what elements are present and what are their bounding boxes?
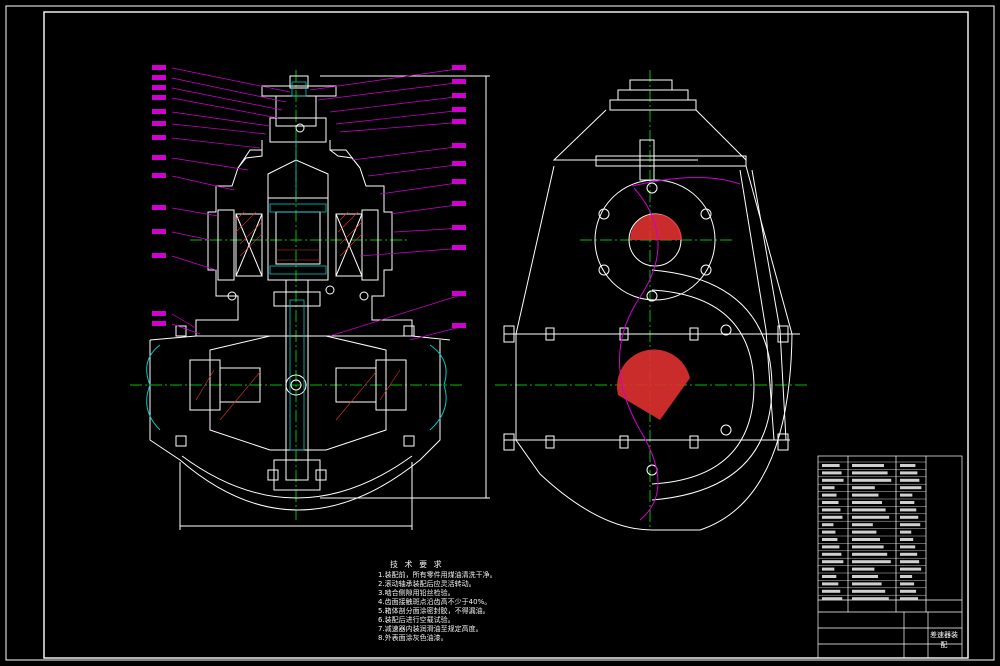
bom-cell-mark [822,515,843,519]
bom-cell-mark [852,545,884,549]
bom-cell-mark [852,567,875,571]
bom-cell-mark [822,501,839,504]
bom-cell-mark [822,523,834,527]
side-view-fills [617,176,741,521]
bom-cell-mark [852,582,882,586]
bom-cell-mark [822,560,844,564]
bom-cell-mark [900,575,913,578]
bom-cell-mark [852,464,884,467]
note-line-2: 2.滚动轴承装配后应灵活转动。 [378,580,476,588]
drawing-name: 差速器装配 [930,631,958,649]
bom-cell-mark [822,471,842,475]
cyan-details [269,81,327,451]
bom-cell-mark [822,545,840,549]
bom-cell-mark [900,486,922,490]
title-block [817,455,963,659]
bom-cell-mark [822,493,837,497]
bom-cell-mark [900,582,915,586]
part-number-marks [152,65,466,328]
bom-cell-mark [822,589,841,593]
bom-cell-mark [852,552,888,556]
bom-cell-mark [900,545,916,549]
note-line-4: 4.齿面接触斑点沿齿高不少于40%。 [378,598,492,606]
bom-cell-mark [900,560,920,564]
bom-cell-mark [822,597,843,601]
bom-rows [818,461,926,596]
bom-cell-mark [852,486,875,490]
bom-cell-mark [900,471,918,475]
bom-cell-mark [900,597,919,601]
bom-cell-mark [852,530,877,534]
bom-cell-mark [822,486,835,490]
bom-cell-mark [852,597,889,601]
bom-cell-mark [822,478,844,482]
technical-notes-heading: 技 术 要 求 [390,560,444,569]
bom-cell-mark [900,493,913,497]
sectional-view [130,70,490,530]
bom-cell-mark [822,464,840,467]
note-line-3: 3.啮合侧隙用铅丝检验。 [378,589,455,597]
bom-cell-mark [900,464,916,467]
bom-cell-mark [852,508,886,512]
bom-cell-mark [900,552,918,556]
bom-cell-mark [900,567,922,571]
bom-cell-mark [852,515,890,519]
bom-cell-mark [822,575,837,578]
section-hatching [195,211,401,421]
bom-cell-mark [822,538,838,541]
bom-cell-mark [900,515,919,519]
bom-cell-mark [852,493,879,497]
bom-cell-mark [900,530,912,534]
bom-cell-mark [822,508,841,512]
bom-text-marks [822,464,922,601]
bom-cell-mark [822,530,836,534]
outer-border [5,5,995,661]
note-line-1: 1.装配前，所有零件用煤油清洗干净。 [378,571,497,579]
bom-cell-mark [852,560,891,564]
bom-cell-mark [852,523,873,527]
bom-cell-mark [822,582,839,586]
technical-notes: 技 术 要 求 1.装配前，所有零件用煤油清洗干净。 2.滚动轴承装配后应灵活转… [378,560,798,643]
note-line-7: 7.减速器内装润滑油至规定高度。 [378,625,483,633]
bom-cell-mark [852,589,886,593]
part-leaders [171,67,465,341]
bom-cell-mark [900,538,914,541]
bom-cell-mark [900,501,915,504]
bom-cell-mark [852,538,880,541]
bom-cell-mark [900,589,917,593]
bom-cell-mark [852,575,878,578]
note-line-6: 6.装配后进行空载试验。 [378,616,455,624]
bom-cell-mark [852,478,892,482]
side-view [495,70,810,531]
bom-cell-mark [852,471,888,475]
bom-cell-mark [822,567,835,571]
bom-cell-mark [852,501,882,504]
bom-cell-mark [900,523,921,527]
inner-border [43,11,969,659]
note-line-5: 5.箱体剖分面涂密封胶，不得漏油。 [378,607,490,615]
bom-cell-mark [900,478,920,482]
bom-cell-mark [822,552,842,556]
bom-cell-mark [900,508,917,512]
note-line-8: 8.外表面涂灰色油漆。 [378,634,448,642]
